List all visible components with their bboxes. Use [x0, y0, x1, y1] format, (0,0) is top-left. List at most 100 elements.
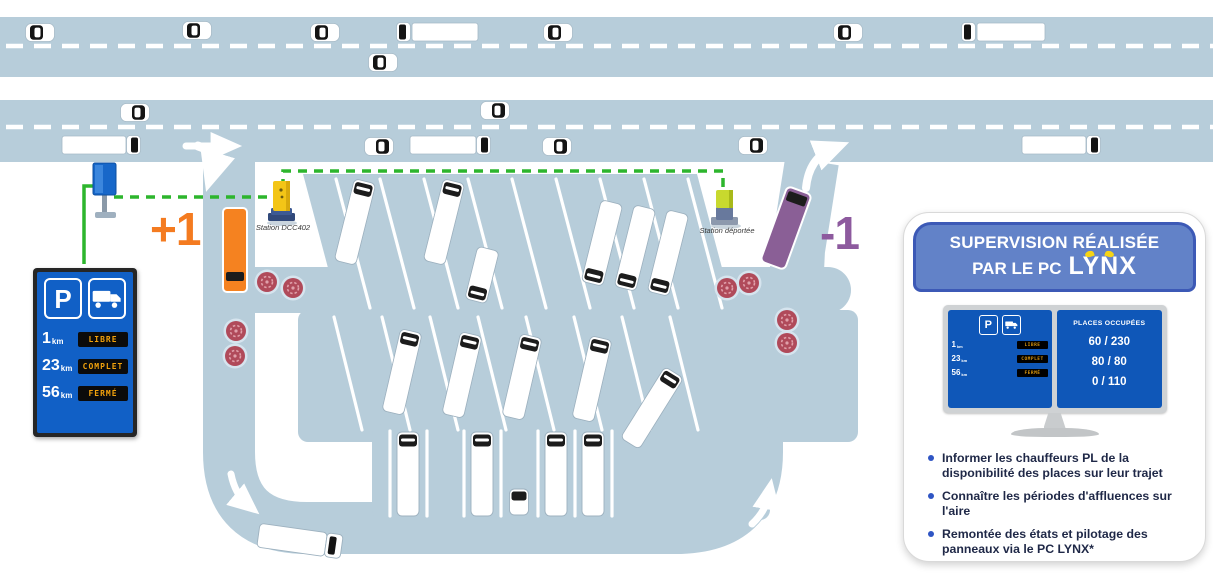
car-icon [544, 24, 573, 42]
sensor-icon [774, 307, 800, 333]
link-sign-to-pole [82, 184, 98, 264]
list-item-text: Informer les chauffeurs PL de la disponi… [942, 451, 1163, 480]
sign-row: 1 km LIBRE [951, 340, 1048, 349]
truck-icon [409, 136, 491, 155]
distance-unit: km [956, 344, 963, 349]
parked-truck-icon [545, 432, 567, 516]
car-icon [369, 54, 398, 72]
truck-pictogram [1001, 315, 1021, 335]
supervision-card: SUPERVISION RÉALISÉE PAR LE PC LYNX P [903, 212, 1206, 562]
merge-arrow [802, 140, 850, 192]
monitor-screen-occupancy: PLACES OCCUPÉES 60 / 230 80 / 80 0 / 110 [1057, 310, 1162, 408]
sign-row: 23 km COMPLET [42, 358, 128, 374]
sensor-icon [223, 318, 249, 344]
parked-truck-icon [582, 432, 604, 516]
distance-value: 23 [951, 354, 961, 363]
sign-row: 1 km LIBRE [42, 331, 128, 347]
list-item: Informer les chauffeurs PL de la disponi… [928, 451, 1187, 480]
entry-counter: +1 [150, 203, 201, 255]
truck-icon [1021, 136, 1101, 155]
status-led-display: COMPLET [78, 359, 128, 374]
car-icon [543, 138, 572, 156]
sensor-icon [774, 330, 800, 356]
list-item-text: Remontée des états et pilotage des panne… [942, 527, 1148, 556]
entry-arrow [193, 141, 235, 192]
parking-pictogram: P [978, 315, 998, 335]
roadside-vms-sign: P 1 km LIBRE 23 km [33, 268, 137, 437]
sign-row: 23 km COMPLET [951, 354, 1048, 363]
entering-truck-icon [222, 207, 248, 293]
sensor-icon [714, 275, 740, 301]
parked-truck-icon [397, 432, 419, 516]
parking-letter: P [984, 318, 992, 331]
direction-arrows [182, 132, 850, 528]
truck-icon [61, 136, 141, 155]
car-icon [365, 138, 394, 156]
list-item: Remontée des états et pilotage des panne… [928, 527, 1187, 556]
car-icon [481, 102, 510, 120]
occupancy-value: 60 / 230 [1088, 336, 1131, 348]
loop-up-arrow [748, 478, 781, 528]
car-icon [311, 24, 340, 42]
monitor-frame: P 1 km [942, 305, 1167, 413]
distance-unit: km [961, 372, 968, 377]
lynx-wordmark: LYNX [1068, 252, 1137, 280]
sensor-icon [254, 269, 280, 295]
exit-counter: -1 [820, 207, 860, 259]
parked-car-icon [510, 489, 529, 515]
car-icon [121, 104, 150, 122]
supervision-monitor: P 1 km [942, 305, 1167, 437]
exit-station-label: Station déportée [699, 226, 755, 235]
sign-pole-device [92, 162, 117, 218]
truck-icon [397, 23, 479, 42]
exit-station-icon [711, 190, 741, 229]
distance-unit: km [51, 337, 64, 346]
circulating-truck-icon [256, 523, 344, 559]
link-station1-to-station2 [281, 169, 725, 202]
parking-pictogram: P [44, 278, 82, 319]
car-icon [834, 24, 863, 42]
status-led-display: FERMÉ [1017, 369, 1048, 377]
monitor-stand-neck [1043, 413, 1066, 428]
status-led-display: COMPLET [1017, 355, 1048, 363]
truck-pictogram [88, 278, 126, 319]
monitor-screen-sign: P 1 km [947, 310, 1052, 408]
status-led-display: FERMÉ [78, 386, 128, 401]
truck-icon [962, 23, 1046, 42]
distance-value: 1 [42, 330, 51, 347]
card-title-line2: PAR LE PC [972, 259, 1062, 278]
car-icon [739, 137, 768, 155]
exiting-truck-icon [760, 186, 812, 270]
distance-unit: km [961, 358, 968, 363]
vms-sign-body: P 1 km LIBRE 23 km [37, 272, 133, 433]
bullet-icon [928, 493, 934, 499]
sign-row: 56 km FERMÉ [951, 368, 1048, 377]
car-icon [26, 24, 55, 42]
status-led-display: LIBRE [1017, 341, 1048, 349]
monitor-stand-foot [1010, 428, 1099, 437]
occupancy-value: 0 / 110 [1091, 376, 1127, 388]
distance-unit: km [60, 391, 73, 400]
occupancy-header: PLACES OCCUPÉES [1073, 320, 1146, 327]
distance-unit: km [60, 364, 73, 373]
benefits-list: Informer les chauffeurs PL de la disponi… [928, 451, 1187, 556]
sensor-icon [280, 275, 306, 301]
highway-traffic [26, 22, 1101, 156]
bullet-icon [928, 531, 934, 537]
status-led-display: LIBRE [78, 332, 128, 347]
sensor-icon [736, 270, 762, 296]
distance-value: 56 [42, 384, 60, 401]
entry-station-icon [267, 181, 297, 226]
entry-station-label: Station DCC402 [255, 223, 311, 232]
parking-letter: P [54, 283, 72, 314]
sensor-icon [222, 343, 248, 369]
distance-value: 23 [42, 357, 60, 374]
list-item-text: Connaître les périodes d'affluences sur … [942, 489, 1172, 518]
card-title-line1: SUPERVISION RÉALISÉE [949, 233, 1160, 252]
distance-value: 1 [951, 340, 956, 349]
distance-value: 56 [951, 368, 961, 377]
loop-down-arrow [226, 470, 260, 515]
bullet-icon [928, 455, 934, 461]
